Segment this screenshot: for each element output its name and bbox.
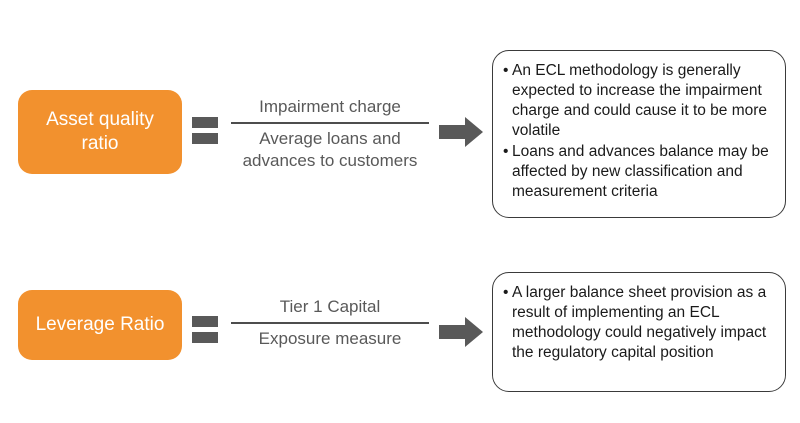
- equals-bar-top: [192, 316, 218, 327]
- metric-box-asset-quality-ratio: Asset quality ratio: [18, 90, 182, 174]
- right-arrow-icon: [439, 115, 483, 149]
- callout-bullet-list: A larger balance sheet provision as a re…: [503, 283, 773, 364]
- metric-label: Asset quality ratio: [46, 109, 154, 154]
- equals-bar-bottom: [192, 332, 218, 343]
- callout-leverage-ratio: A larger balance sheet provision as a re…: [492, 272, 786, 392]
- equals-bar-bottom: [192, 133, 218, 144]
- list-item: An ECL methodology is generally expected…: [503, 61, 773, 142]
- fraction-denominator: Average loans and advances to customers: [242, 129, 418, 170]
- list-item: Loans and advances balance may be affect…: [503, 142, 773, 202]
- fraction-numerator: Tier 1 Capital: [279, 297, 381, 316]
- fraction-bar: [231, 322, 429, 325]
- right-arrow-icon: [439, 315, 483, 349]
- callout-asset-quality-ratio: An ECL methodology is generally expected…: [492, 50, 786, 218]
- list-item: A larger balance sheet provision as a re…: [503, 283, 773, 364]
- fraction-bar: [231, 122, 429, 125]
- equals-icon: [192, 117, 218, 147]
- fraction-asset-quality-ratio: Impairment charge Average loans and adva…: [231, 96, 429, 171]
- metric-label: Leverage Ratio: [35, 314, 165, 336]
- fraction-leverage-ratio: Tier 1 Capital Exposure measure: [231, 296, 429, 350]
- callout-bullet-list: An ECL methodology is generally expected…: [503, 61, 773, 202]
- equals-bar-top: [192, 117, 218, 128]
- equals-icon: [192, 316, 218, 346]
- fraction-denominator: Exposure measure: [258, 329, 402, 349]
- fraction-numerator: Impairment charge: [259, 97, 401, 116]
- metric-box-leverage-ratio: Leverage Ratio: [18, 290, 182, 360]
